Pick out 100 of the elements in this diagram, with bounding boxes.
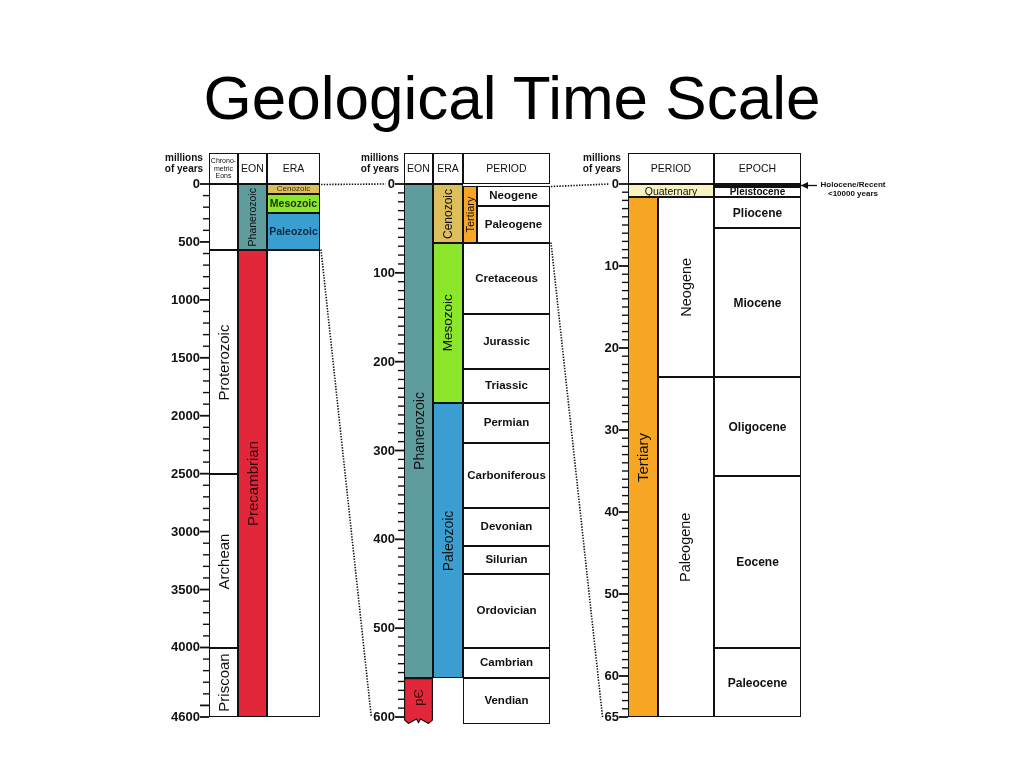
eon-name: pЄ bbox=[412, 688, 425, 706]
eon-bar bbox=[238, 250, 267, 717]
axis-caption: millions of years bbox=[163, 152, 205, 174]
epoch-box bbox=[714, 228, 801, 377]
period-name: Cambrian bbox=[479, 657, 533, 669]
axis-caption: millions of years bbox=[581, 152, 623, 174]
column-header bbox=[714, 153, 801, 184]
tick-label: 4600 bbox=[171, 710, 200, 724]
period-name: Carboniferous bbox=[467, 469, 546, 482]
eon-name: Archean bbox=[216, 533, 231, 589]
era-name: Mesozoic bbox=[269, 198, 318, 209]
era-name: Cenozoic bbox=[276, 185, 311, 193]
era-bar bbox=[433, 184, 463, 243]
era-bar bbox=[433, 243, 463, 403]
eon-bar bbox=[238, 184, 267, 250]
period-name: Triassic bbox=[485, 380, 528, 392]
period-name: Permian bbox=[483, 417, 530, 429]
column-heading: EON bbox=[241, 163, 264, 174]
period-box bbox=[463, 648, 550, 678]
era-bar bbox=[433, 403, 463, 678]
tick-label: 65 bbox=[604, 710, 619, 724]
tick-label: 3500 bbox=[171, 582, 200, 597]
period-box bbox=[463, 574, 550, 648]
column-header bbox=[628, 153, 714, 184]
tick-label: 0 bbox=[192, 177, 200, 191]
column-header bbox=[267, 153, 320, 184]
period-box bbox=[477, 186, 550, 206]
period-box bbox=[658, 377, 714, 717]
tick-label: 200 bbox=[373, 354, 395, 369]
tick-label: 2000 bbox=[171, 408, 200, 423]
tick-label: 500 bbox=[178, 234, 200, 249]
tick-label: 3000 bbox=[171, 524, 200, 539]
era-name: Mesozoic bbox=[441, 294, 455, 352]
period-name: Ordovician bbox=[476, 605, 537, 617]
eon-bar bbox=[404, 678, 433, 724]
tick-label: 40 bbox=[604, 505, 619, 519]
eon-box bbox=[209, 648, 238, 717]
epoch-name: Eocene bbox=[736, 556, 779, 568]
period-box bbox=[463, 243, 550, 314]
period-name: Paleogene bbox=[484, 218, 543, 231]
eon-box bbox=[209, 474, 238, 648]
column-heading: EPOCH bbox=[738, 163, 777, 174]
epoch-name: Paleocene bbox=[727, 676, 788, 689]
eon-name: Phanerozoic bbox=[247, 187, 258, 247]
dotted-line bbox=[320, 248, 373, 718]
epoch-name: Pleistocene bbox=[729, 188, 786, 196]
period-name: Vendian bbox=[484, 695, 529, 707]
dotted-line bbox=[550, 183, 611, 188]
column-header bbox=[238, 153, 267, 184]
tick-label: 500 bbox=[373, 621, 395, 636]
column-header bbox=[404, 153, 433, 184]
period-box bbox=[477, 206, 550, 243]
period-name: Jurassic bbox=[483, 335, 530, 348]
tick-label: 10 bbox=[604, 259, 619, 273]
period-name: Paleogene bbox=[678, 512, 694, 582]
eon-name: Precambrian bbox=[245, 441, 260, 526]
tick-label: 0 bbox=[611, 177, 619, 191]
column-heading: PERIOD bbox=[486, 163, 527, 174]
period-box bbox=[463, 403, 550, 443]
period-box bbox=[658, 197, 714, 377]
period-bar bbox=[628, 197, 658, 717]
period-name: Tertiary bbox=[635, 432, 651, 482]
column-header bbox=[463, 153, 550, 184]
column-heading: ERA bbox=[437, 163, 459, 174]
tick-label: 300 bbox=[373, 443, 395, 458]
thin-band bbox=[714, 184, 801, 187]
column-heading: ERA bbox=[282, 163, 305, 174]
tick-label: 1000 bbox=[171, 292, 200, 307]
epoch-box bbox=[714, 476, 801, 648]
eon-box bbox=[209, 250, 238, 474]
eon-name: Phanerozoic bbox=[411, 392, 426, 470]
period-bar bbox=[628, 184, 714, 197]
epoch-name: Oligocene bbox=[728, 420, 787, 433]
column-heading: PERIOD bbox=[650, 163, 692, 174]
annotation-text: Holocene/Recent <10000 years bbox=[817, 179, 889, 198]
period-box bbox=[463, 678, 550, 724]
epoch-name: Pliocene bbox=[732, 206, 783, 219]
epoch-box bbox=[714, 197, 801, 228]
period-bar bbox=[463, 186, 477, 243]
period-box bbox=[463, 369, 550, 403]
eon-bar bbox=[404, 184, 433, 678]
era-name: Paleozoic bbox=[441, 510, 455, 571]
tick-label: 4000 bbox=[171, 640, 200, 655]
tick-label: 50 bbox=[604, 587, 619, 601]
period-box bbox=[463, 443, 550, 508]
tick-label: 600 bbox=[373, 710, 395, 724]
period-name: Devonian bbox=[480, 521, 533, 533]
tick-label: 400 bbox=[373, 532, 395, 547]
tick-label: 0 bbox=[387, 177, 395, 191]
era-name: Cenozoic bbox=[442, 188, 454, 239]
era-bar bbox=[267, 194, 320, 213]
period-box bbox=[463, 508, 550, 546]
tick-label: 2500 bbox=[171, 466, 200, 481]
period-name: Neogene bbox=[489, 190, 538, 202]
period-name: Quaternary bbox=[644, 185, 698, 196]
tick-label: 20 bbox=[604, 341, 619, 355]
period-name: Tertiary bbox=[464, 196, 476, 233]
epoch-name: Miocene bbox=[733, 296, 782, 309]
era-bar bbox=[267, 213, 320, 250]
tick-label: 30 bbox=[604, 423, 619, 437]
